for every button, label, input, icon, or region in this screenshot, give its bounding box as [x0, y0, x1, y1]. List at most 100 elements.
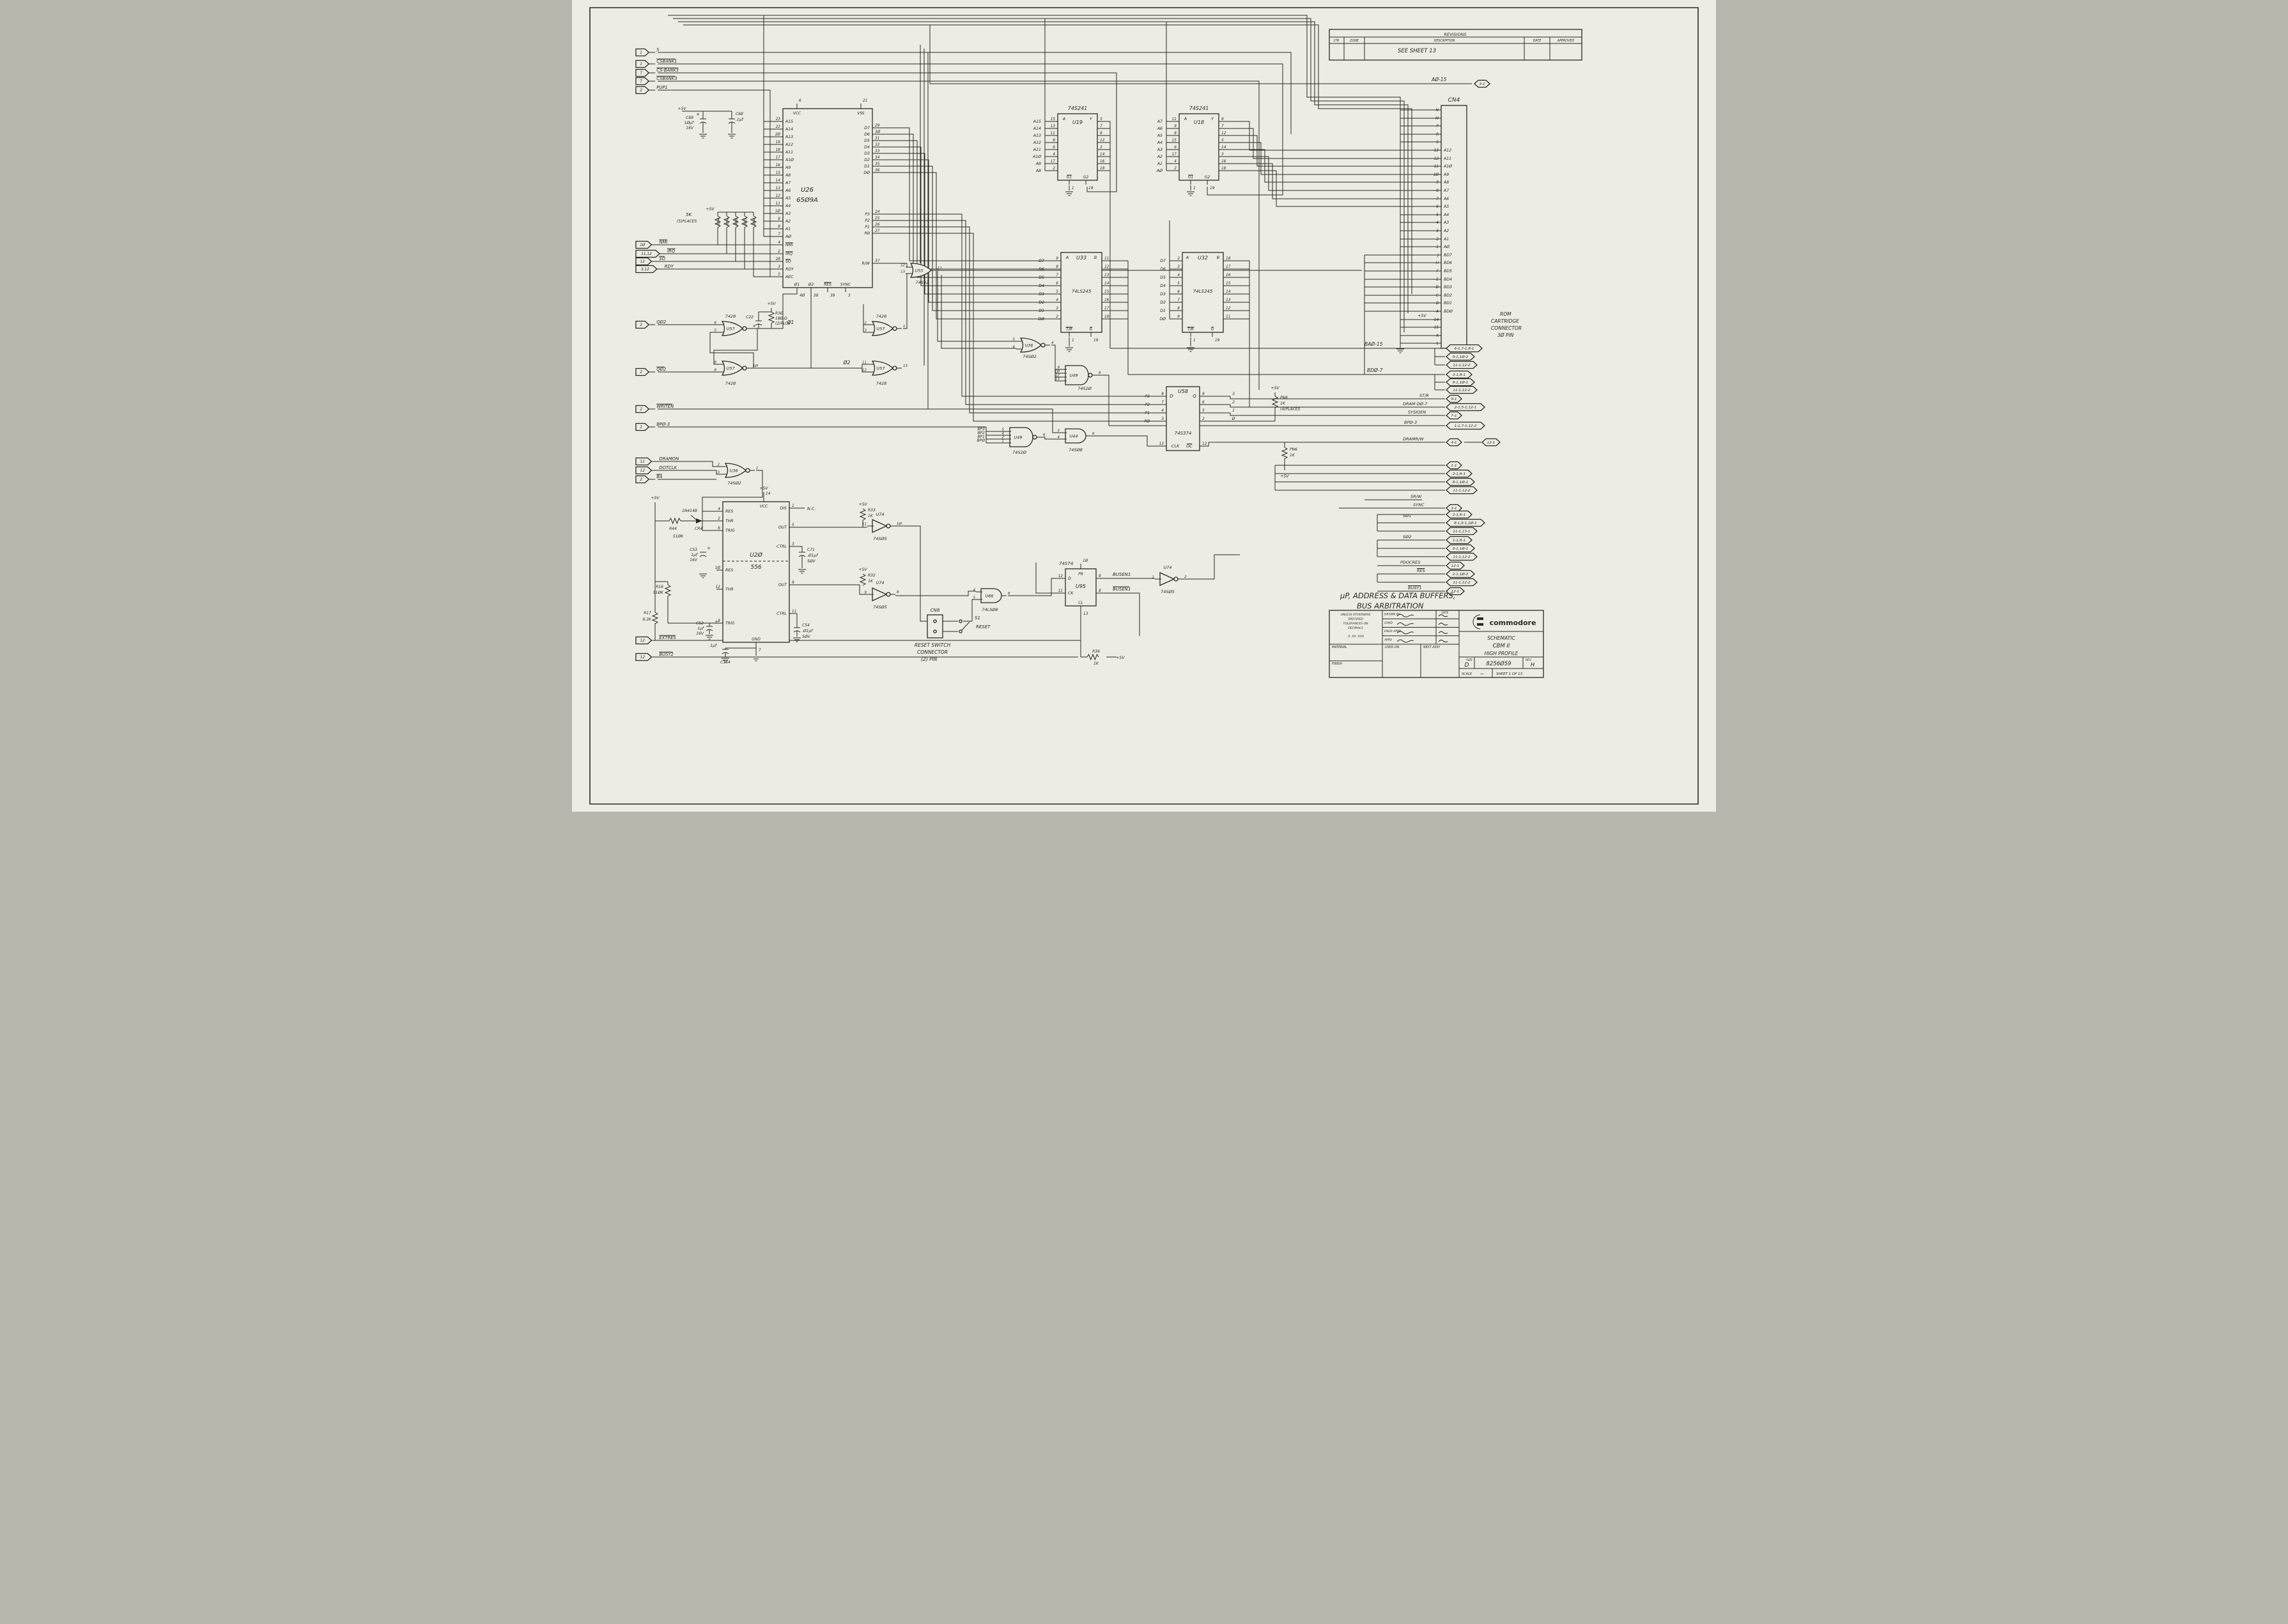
svg-text:ZONE: ZONE	[1349, 39, 1359, 43]
svg-text:3: 3	[865, 329, 867, 333]
svg-text:A9: A9	[785, 166, 791, 170]
svg-text:R34: R34	[726, 218, 730, 225]
svg-text:+5V: +5V	[767, 302, 776, 306]
svg-text:14: 14	[1226, 290, 1231, 294]
svg-text:74SØ2: 74SØ2	[727, 481, 741, 486]
svg-text:16: 16	[776, 164, 781, 167]
svg-text:22: 22	[776, 125, 781, 129]
svg-text:PØ: PØ	[864, 231, 870, 236]
svg-text:A11: A11	[1033, 148, 1041, 152]
svg-text:1-1,7-1,12-2: 1-1,7-1,12-2	[1455, 424, 1477, 428]
svg-text:7428: 7428	[876, 381, 887, 386]
svg-text:1: 1	[792, 504, 794, 508]
svg-text:RESET: RESET	[976, 624, 991, 630]
svg-text:2: 2	[640, 89, 642, 93]
svg-text:5: 5	[1100, 118, 1102, 121]
svg-text:PØ: PØ	[1144, 419, 1150, 424]
svg-text:C69: C69	[686, 116, 693, 120]
svg-text:C68: C68	[736, 112, 743, 116]
svg-text:13: 13	[901, 270, 905, 274]
svg-text:16V: 16V	[696, 631, 704, 636]
svg-text:1Ø: 1Ø	[1055, 369, 1060, 374]
svg-text:16: 16	[1221, 160, 1226, 164]
svg-text:13: 13	[1159, 442, 1164, 446]
svg-text:3: 3	[718, 471, 720, 475]
svg-text:23: 23	[776, 118, 781, 121]
svg-text:VCC: VCC	[760, 504, 768, 509]
svg-text:U66: U66	[985, 594, 993, 599]
svg-text:2: 2	[640, 323, 642, 327]
svg-text:17: 17	[776, 156, 781, 160]
svg-text:28: 28	[776, 258, 781, 261]
svg-text:1Ø: 1Ø	[1083, 559, 1088, 563]
svg-text:A3: A3	[1443, 220, 1449, 225]
svg-text:Q: Q	[1193, 394, 1196, 399]
svg-text:CONNECTOR: CONNECTOR	[917, 649, 948, 655]
svg-text:33: 33	[875, 150, 880, 153]
svg-text:18: 18	[1100, 167, 1105, 171]
svg-text:5ØV: 5ØV	[807, 559, 816, 564]
svg-text:2-1,8-1: 2-1,8-1	[1453, 373, 1465, 377]
svg-text:B: B	[1094, 255, 1097, 260]
svg-text:BP3: BP3	[977, 427, 985, 431]
svg-text:REVISIONS: REVISIONS	[1444, 32, 1466, 37]
svg-text:BD4: BD4	[1444, 277, 1452, 282]
svg-text:G1: G1	[1067, 175, 1072, 180]
svg-text:BD3: BD3	[1444, 285, 1452, 290]
svg-text:SYNC: SYNC	[1413, 502, 1425, 507]
svg-text:5: 5	[1436, 213, 1439, 217]
svg-text:51ØK: 51ØK	[653, 591, 664, 595]
svg-text:A4: A4	[1443, 213, 1449, 217]
svg-text:.Ø1μf: .Ø1μf	[802, 629, 813, 633]
svg-text:51ØK: 51ØK	[673, 534, 684, 539]
svg-text:SEE SHEET 13: SEE SHEET 13	[1398, 48, 1436, 54]
svg-text:1: 1	[1002, 440, 1005, 444]
svg-text:A6: A6	[1443, 197, 1449, 201]
svg-text:7: 7	[640, 80, 642, 84]
svg-text:3: 3	[778, 265, 780, 269]
svg-text:11: 11	[776, 202, 780, 206]
svg-text:74SØ8: 74SØ8	[1069, 447, 1083, 452]
svg-text:N.C.: N.C.	[807, 506, 816, 511]
svg-text:1Ø: 1Ø	[1434, 173, 1439, 177]
svg-text:4: 4	[1056, 298, 1058, 302]
svg-text:9: 9	[865, 591, 867, 595]
svg-text:3: 3	[848, 294, 851, 298]
svg-text:H: H	[1531, 662, 1535, 669]
svg-text:+5V: +5V	[759, 486, 768, 491]
svg-text:A8: A8	[1035, 169, 1041, 173]
svg-text:15: 15	[1051, 118, 1056, 121]
svg-text:+5V: +5V	[1116, 656, 1125, 660]
svg-text:2: 2	[1184, 575, 1187, 579]
svg-text:2: 2	[1177, 257, 1180, 261]
svg-text:ST/R: ST/R	[1419, 393, 1429, 398]
svg-text:P1: P1	[865, 225, 870, 229]
svg-text:1Ø: 1Ø	[775, 209, 781, 213]
svg-text:BD7: BD7	[1444, 253, 1452, 258]
svg-text:11: 11	[1226, 315, 1230, 319]
svg-text:12: 12	[640, 469, 645, 473]
svg-text:+5V: +5V	[1280, 474, 1289, 479]
svg-text:9: 9	[1174, 125, 1177, 128]
svg-text:1: 1	[1232, 408, 1235, 413]
svg-text:APPD: APPD	[1384, 638, 1393, 642]
svg-text:3: 3	[1100, 146, 1102, 150]
svg-text:A9: A9	[1443, 173, 1449, 177]
svg-text:12: 12	[776, 194, 781, 198]
svg-text:15: 15	[1172, 139, 1177, 143]
svg-text:A1Ø: A1Ø	[785, 157, 794, 162]
svg-text:GND: GND	[752, 637, 761, 642]
svg-text:74S32: 74S32	[916, 280, 929, 285]
svg-text:DØ: DØ	[1038, 316, 1044, 321]
svg-text:D1: D1	[864, 164, 870, 169]
svg-text:CHKD: CHKD	[1384, 621, 1393, 625]
svg-text:SØ1: SØ1	[1403, 513, 1411, 518]
svg-text:A15: A15	[1033, 120, 1041, 124]
svg-text:16: 16	[1104, 298, 1109, 302]
svg-text:B: B	[1217, 255, 1220, 260]
svg-text:15: 15	[1226, 282, 1231, 286]
svg-text:12: 12	[640, 260, 645, 264]
